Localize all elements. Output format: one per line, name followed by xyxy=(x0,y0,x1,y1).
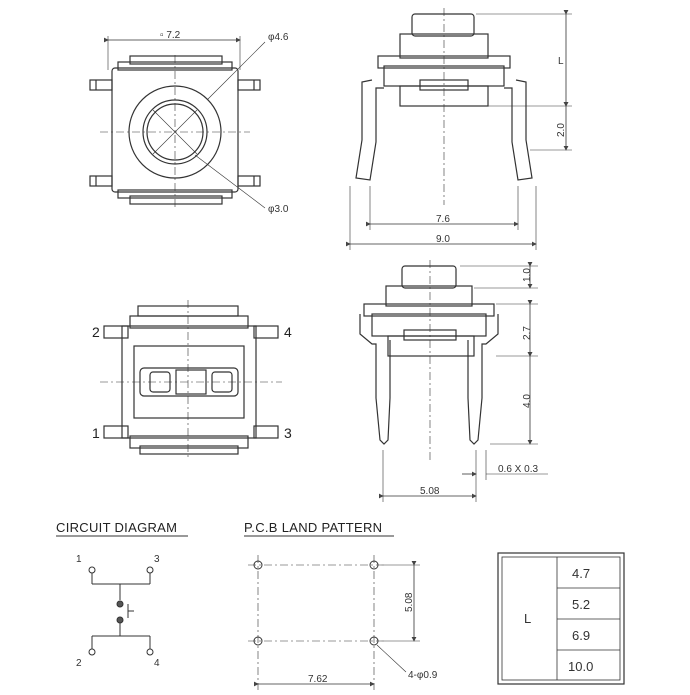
table-value: 6.9 xyxy=(572,628,590,643)
bottom-pin-1: 1 xyxy=(92,425,100,441)
table-l-label: L xyxy=(524,611,531,626)
bottom-dim-2: 2.7 xyxy=(522,326,533,340)
circuit-title: CIRCUIT DIAGRAM xyxy=(56,520,177,535)
side-l-label: L xyxy=(558,56,564,67)
table-value: 10.0 xyxy=(568,659,593,674)
pin-size-label: 0.6 X 0.3 xyxy=(498,464,538,475)
table-value: 5.2 xyxy=(572,597,590,612)
bottom-pin-4: 4 xyxy=(284,324,292,340)
bottom-pin-3: 3 xyxy=(284,425,292,441)
bottom-dim-3: 4.0 xyxy=(522,394,533,408)
side-height-label: 2.0 xyxy=(556,123,567,137)
pcb-title: P.C.B LAND PATTERN xyxy=(244,520,382,535)
circuit-pin-2: 2 xyxy=(76,658,82,669)
table-value: 4.7 xyxy=(572,566,590,581)
bottom-pin-2: 2 xyxy=(92,324,100,340)
bottom-dim-1: 1.0 xyxy=(522,268,533,282)
pcb-holes-label: 4-φ0.9 xyxy=(408,670,438,681)
side-inner-width-label: 7.6 xyxy=(436,214,450,225)
pcb-horizontal-label: 7.62 xyxy=(308,674,328,685)
pcb-land-pattern xyxy=(248,555,420,690)
pcb-vertical-label: 5.08 xyxy=(404,592,415,612)
top-view xyxy=(89,36,266,210)
l-table xyxy=(497,552,625,685)
side-outer-width-label: 9.0 xyxy=(436,234,450,245)
top-width-label: ▫ 7.2 xyxy=(160,30,181,41)
pitch-label: 5.08 xyxy=(420,486,440,497)
circuit-diagram xyxy=(88,566,154,656)
circuit-pin-1: 1 xyxy=(76,554,82,565)
top-diam-outer-label: φ4.6 xyxy=(268,32,289,43)
top-diam-inner-label: φ3.0 xyxy=(268,204,289,215)
bottom-view xyxy=(100,300,282,460)
circuit-pin-3: 3 xyxy=(154,554,160,565)
circuit-pin-4: 4 xyxy=(154,658,160,669)
side-view-top xyxy=(346,8,572,250)
side-view-bottom xyxy=(359,260,548,502)
